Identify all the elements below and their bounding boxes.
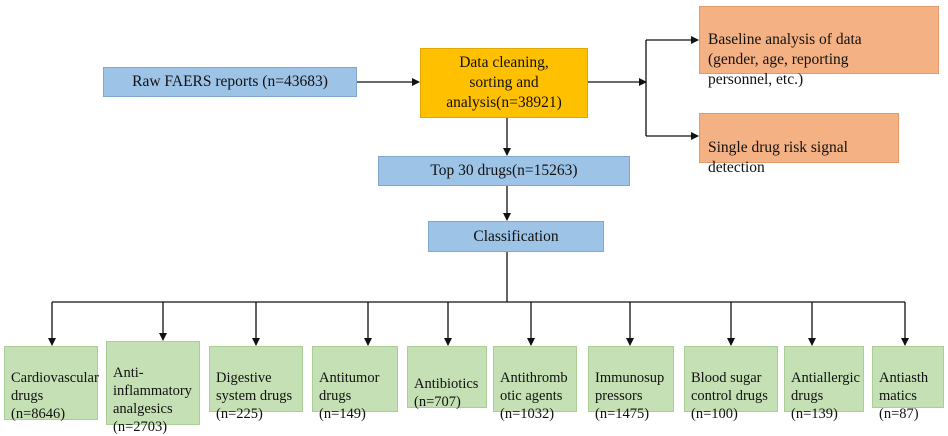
top30-label: Top 30 drugs(n=15263) (430, 162, 578, 179)
category-box: Antiasth matics (n=87) (872, 346, 944, 422)
category-box: Digestive system drugs (n=225) (209, 346, 303, 422)
category-box: Antitumor drugs (n=149) (312, 346, 398, 422)
classification-box: Classification (428, 221, 604, 252)
category-label: Cardiovascular drugs (n=8646) (11, 370, 99, 422)
single-drug-signal-label: Single drug risk signal detection (708, 139, 848, 176)
category-box: Immunosup pressors (n=1475) (588, 346, 674, 422)
raw-reports-box: Raw FAERS reports (n=43683) (103, 67, 357, 97)
top30-box: Top 30 drugs(n=15263) (378, 156, 630, 186)
category-label: Antibiotics (n=707) (414, 376, 479, 410)
baseline-analysis-label: Baseline analysis of data (gender, age, … (708, 31, 862, 88)
single-drug-signal-box: Single drug risk signal detection (699, 113, 899, 176)
category-box: Cardiovascular drugs (n=8646) (4, 346, 99, 422)
data-cleaning-box: Data cleaning, sorting and analysis(n=38… (420, 48, 588, 118)
category-label: Digestive system drugs (n=225) (216, 370, 293, 422)
category-box: Antithromb otic agents (n=1032) (493, 346, 577, 422)
category-label: Antiallergic drugs (n=139) (791, 370, 860, 422)
category-box: Blood sugar control drugs (n=100) (684, 346, 778, 422)
data-cleaning-label: Data cleaning, sorting and analysis(n=38… (446, 54, 562, 111)
category-label: Blood sugar control drugs (n=100) (691, 370, 768, 422)
baseline-analysis-box: Baseline analysis of data (gender, age, … (699, 6, 939, 88)
category-label: Immunosup pressors (n=1475) (595, 370, 665, 422)
category-label: Anti- inflammatory analgesics (n=2703) (113, 365, 192, 435)
category-label: Antithromb otic agents (n=1032) (500, 370, 568, 422)
category-label: Antitumor drugs (n=149) (319, 370, 380, 422)
category-label: Antiasth matics (n=87) (879, 370, 929, 422)
classification-label: Classification (473, 227, 559, 245)
raw-reports-label: Raw FAERS reports (n=43683) (132, 73, 328, 90)
category-box: Anti- inflammatory analgesics (n=2703) (106, 341, 200, 435)
category-box: Antiallergic drugs (n=139) (784, 346, 864, 422)
category-box: Antibiotics (n=707) (407, 346, 487, 410)
